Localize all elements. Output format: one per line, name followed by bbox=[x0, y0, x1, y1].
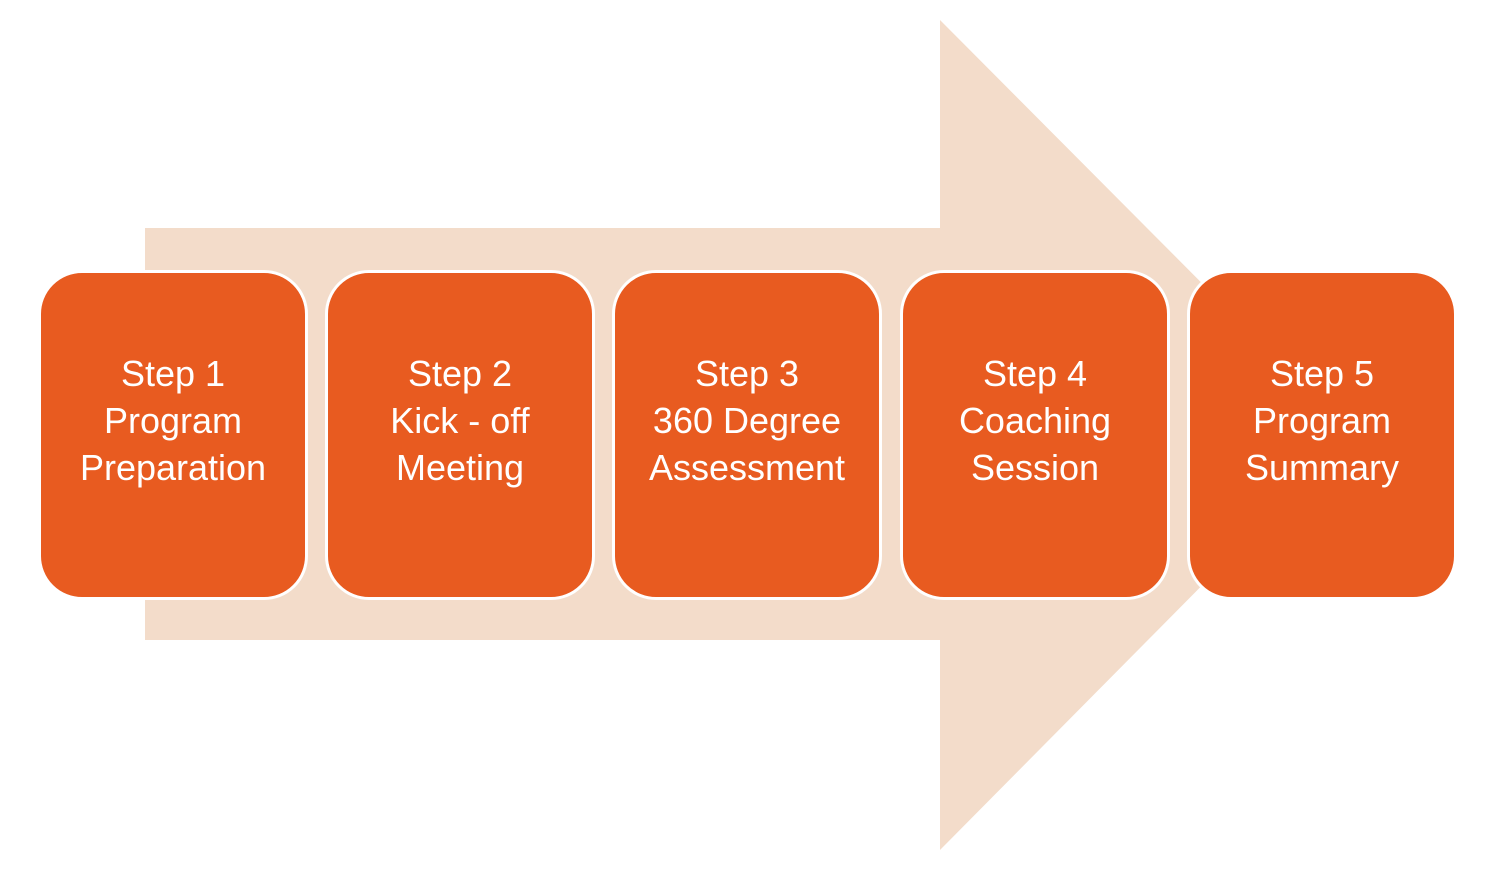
step-number: Step 5 bbox=[1269, 352, 1375, 394]
step-text-5: Step 5 Program Summary bbox=[1245, 350, 1399, 491]
step-label-line: Kick - off bbox=[390, 399, 530, 441]
step-number: Step 3 bbox=[694, 352, 800, 394]
step-number: Step 4 bbox=[982, 352, 1088, 394]
step-number: Step 1 bbox=[120, 352, 226, 394]
step-number: Step 2 bbox=[407, 352, 513, 394]
step-label-line: Assessment bbox=[648, 446, 846, 488]
step-label-line: Summary bbox=[1244, 446, 1400, 488]
step-text-4: Step 4 Coaching Session bbox=[959, 350, 1111, 491]
step-label-line: Program bbox=[103, 399, 243, 441]
step-box-2: Step 2 Kick - off Meeting bbox=[325, 270, 595, 600]
step-box-5: Step 5 Program Summary bbox=[1187, 270, 1457, 600]
step-text-2: Step 2 Kick - off Meeting bbox=[390, 350, 529, 491]
step-label-line: 360 Degree bbox=[652, 399, 842, 441]
step-text-1: Step 1 Program Preparation bbox=[80, 350, 266, 491]
step-label-line: Preparation bbox=[79, 446, 267, 488]
step-label-line: Session bbox=[970, 446, 1100, 488]
step-label-line: Coaching bbox=[958, 399, 1112, 441]
step-box-3: Step 3 360 Degree Assessment bbox=[612, 270, 882, 600]
step-label-line: Meeting bbox=[395, 446, 525, 488]
step-label-line: Program bbox=[1252, 399, 1392, 441]
step-text-3: Step 3 360 Degree Assessment bbox=[649, 350, 845, 491]
step-box-1: Step 1 Program Preparation bbox=[38, 270, 308, 600]
step-box-4: Step 4 Coaching Session bbox=[900, 270, 1170, 600]
